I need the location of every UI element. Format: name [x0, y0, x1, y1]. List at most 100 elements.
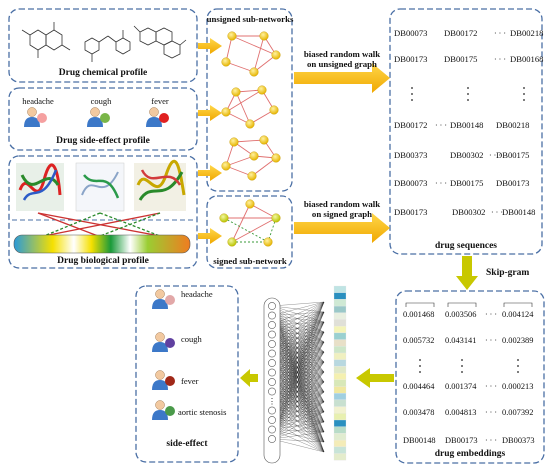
network-edge: [271, 362, 325, 433]
arrow-biological-to-unsigned: [198, 165, 222, 181]
embedding-vector-cell: [333, 406, 347, 414]
network-edge: [271, 305, 325, 373]
network-edge: [271, 361, 325, 430]
person-icon-headache: [24, 107, 47, 127]
unsigned-subnetworks-title: unsigned sub-networks: [207, 14, 294, 24]
network-edge: [271, 324, 325, 373]
network-edge: [271, 331, 325, 354]
network-edge: [271, 334, 325, 443]
vertical-ellipsis-dot: [517, 359, 519, 361]
network-edge: [271, 391, 325, 433]
vertical-ellipsis-dot: [467, 93, 469, 95]
graph-node: [245, 199, 255, 209]
graph-node: [259, 135, 269, 145]
network-edge: [271, 305, 325, 383]
network-edge: [271, 421, 325, 440]
network-edge: [271, 381, 325, 433]
sequence-cell: DB00218: [496, 120, 529, 130]
network-edge: [271, 351, 325, 440]
output-label-aortic-stenosis: aortic stenosis: [178, 407, 226, 417]
vertical-ellipsis-dot: [523, 87, 525, 89]
graph-edge: [231, 217, 277, 243]
side-effect-label-cough: cough: [91, 96, 113, 106]
network-edge: [271, 391, 325, 393]
network-edge: [271, 391, 325, 411]
network-edge: [271, 371, 325, 440]
network-edge: [271, 419, 325, 433]
output-neuron: [268, 387, 276, 396]
network-edge: [271, 331, 325, 373]
network-edge: [271, 334, 325, 343]
network-edge: [271, 334, 325, 403]
network-edge: [271, 311, 325, 345]
sequence-cell: DB00173: [394, 54, 427, 64]
network-edge: [271, 324, 325, 333]
output-neuron: [268, 359, 276, 367]
network-edge: [271, 362, 325, 453]
network-edge: [271, 315, 325, 353]
network-edge: [271, 391, 325, 430]
network-edge: [271, 301, 325, 383]
embedding-vector-cell: [333, 393, 347, 401]
output-side-effect-title: side-effect: [166, 439, 208, 449]
bracket-mark: [447, 302, 477, 307]
network-edge: [271, 429, 325, 443]
network-edge: [271, 351, 325, 411]
network-edge: [271, 321, 325, 345]
network-edge: [271, 400, 325, 453]
network-edge: [271, 391, 325, 403]
network-edge: [271, 324, 325, 413]
network-edge: [271, 371, 325, 430]
network-edge: [271, 311, 325, 326]
ellipsis: · · ·: [485, 310, 497, 319]
network-edge: [271, 410, 325, 443]
embedding-vector-cell: [333, 292, 347, 300]
network-edge: [271, 301, 325, 345]
embedding-vector-cell: [333, 352, 347, 360]
embedding-vector-cell: [333, 379, 347, 387]
vertical-ellipsis-dot: [461, 365, 463, 367]
network-edge: [271, 381, 325, 453]
vertical-ellipsis-dot: [523, 93, 525, 95]
biological-profile-panel: [8, 155, 198, 269]
network-edge: [271, 353, 325, 373]
signed-subnetwork-panel: [206, 195, 293, 269]
embedding-cell: 0.043141: [445, 336, 476, 345]
graph-node: [249, 151, 259, 161]
network-edge: [271, 331, 325, 392]
network-edge: [271, 343, 325, 353]
network-edge: [271, 372, 325, 413]
side-effect-label-headache: headache: [22, 96, 54, 106]
vertical-ellipsis-dot: [517, 365, 519, 367]
ellipsis: · · ·: [485, 382, 497, 391]
signed-walk-label-line2: on signed graph: [312, 209, 372, 219]
network-edge: [271, 301, 325, 364]
network-edge: [271, 343, 325, 393]
network-edge: [271, 381, 325, 443]
network-edge: [271, 315, 325, 393]
embedding-vector-cell: [333, 426, 347, 434]
network-edge: [271, 400, 325, 413]
person-icon-out-headache: [152, 289, 175, 309]
drug-embeddings-title: drug embeddings: [435, 449, 506, 459]
output-neuron: [268, 416, 276, 424]
network-edge: [271, 361, 325, 402]
network-edge: [271, 371, 325, 421]
network-edge: [271, 362, 325, 393]
embedding-vector-column: [333, 285, 347, 461]
embedding-cell: DB00373: [502, 436, 535, 445]
network-edge: [271, 351, 325, 392]
graph-edge: [233, 139, 265, 143]
output-neuron: [268, 311, 276, 320]
network-edge: [271, 351, 325, 421]
network-edge: [271, 321, 325, 392]
protein-structure-icons: [16, 159, 186, 212]
drug-sequences-title: drug sequences: [435, 241, 497, 251]
vertical-ellipsis-dot: [517, 371, 519, 373]
vertical-ellipsis-dot: [419, 371, 421, 373]
network-edge: [271, 315, 325, 333]
network-edge: [271, 343, 325, 363]
network-edge: [271, 315, 325, 323]
